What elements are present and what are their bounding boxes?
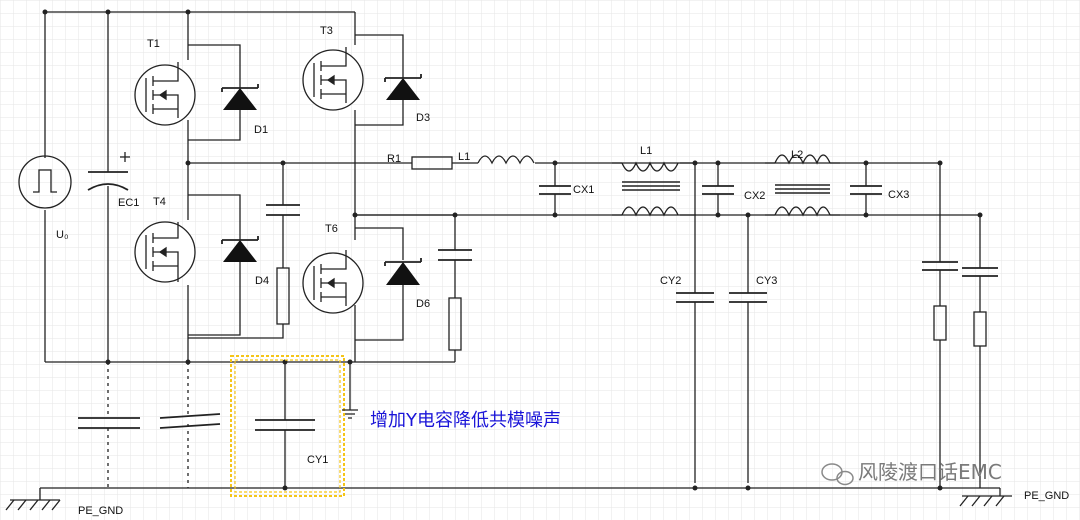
capacitor-cy3-symbol <box>729 292 767 303</box>
ground-icon <box>342 409 358 419</box>
mosfet-t6-symbol <box>302 250 364 314</box>
snubber-d6-rc <box>438 249 472 351</box>
capacitor-cx2-symbol <box>702 185 734 195</box>
label-d4: D4 <box>255 275 269 287</box>
pulse-source-symbol <box>18 155 72 209</box>
capacitor-cy1-symbol <box>255 419 315 431</box>
rc-branch-right-1 <box>922 261 958 341</box>
snubber-d4-rc <box>266 204 300 325</box>
label-t1: T1 <box>147 38 160 50</box>
label-ec1: EC1 <box>118 197 139 209</box>
label-cx2: CX2 <box>744 190 765 202</box>
diode-d3-symbol <box>384 74 422 100</box>
inductor-l1-symbol <box>477 155 535 165</box>
label-t3: T3 <box>320 25 333 37</box>
rc-branch-right-2 <box>962 267 998 347</box>
junction-dots <box>42 9 983 491</box>
label-cx1: CX1 <box>573 184 594 196</box>
label-cx3: CX3 <box>888 189 909 201</box>
parasitic-capacitor-2 <box>159 413 221 429</box>
label-t4: T4 <box>153 196 166 208</box>
capacitor-cy2-symbol <box>676 292 714 303</box>
label-pe-gnd-left: PE_GND <box>78 505 123 517</box>
label-t6: T6 <box>325 223 338 235</box>
label-cy3: CY3 <box>756 275 777 287</box>
watermark-text: 风陵渡口话EMC <box>858 460 1002 484</box>
label-r1: R1 <box>387 153 401 165</box>
cm-choke-l2-symbol <box>774 154 831 217</box>
wechat-icon <box>821 463 854 486</box>
diode-d4-symbol <box>221 236 259 262</box>
wiring <box>40 11 1000 489</box>
label-pe-gnd-right: PE_GND <box>1024 490 1069 502</box>
parasitic-capacitor-1 <box>78 417 140 429</box>
label-l2: L2 <box>791 149 803 161</box>
resistor-r1-symbol <box>411 156 453 170</box>
cm-choke-l1-symbol <box>621 161 680 217</box>
pe-ground-left-icon <box>5 488 61 511</box>
label-cy2: CY2 <box>660 275 681 287</box>
pe-ground-right-icon <box>959 488 1012 507</box>
label-cy1: CY1 <box>307 454 328 466</box>
label-d3: D3 <box>416 112 430 124</box>
label-us: U₀ <box>56 229 69 241</box>
label-l1-choke: L1 <box>640 145 652 157</box>
capacitor-cx1-symbol <box>539 185 571 195</box>
highlight-box <box>230 355 345 497</box>
diode-d1-symbol <box>221 84 259 110</box>
mosfet-t3-symbol <box>302 47 364 111</box>
mosfet-t4-symbol <box>134 221 196 283</box>
label-d6: D6 <box>416 298 430 310</box>
label-d1: D1 <box>254 124 268 136</box>
capacitor-cx3-symbol <box>850 185 882 195</box>
mosfet-t1-symbol <box>134 62 196 126</box>
annotation-text: 增加Y电容降低共模噪声 <box>370 410 561 431</box>
diode-d6-symbol <box>384 258 422 285</box>
ec1-capacitor-symbol <box>87 152 130 191</box>
label-l1-series: L1 <box>458 151 470 163</box>
